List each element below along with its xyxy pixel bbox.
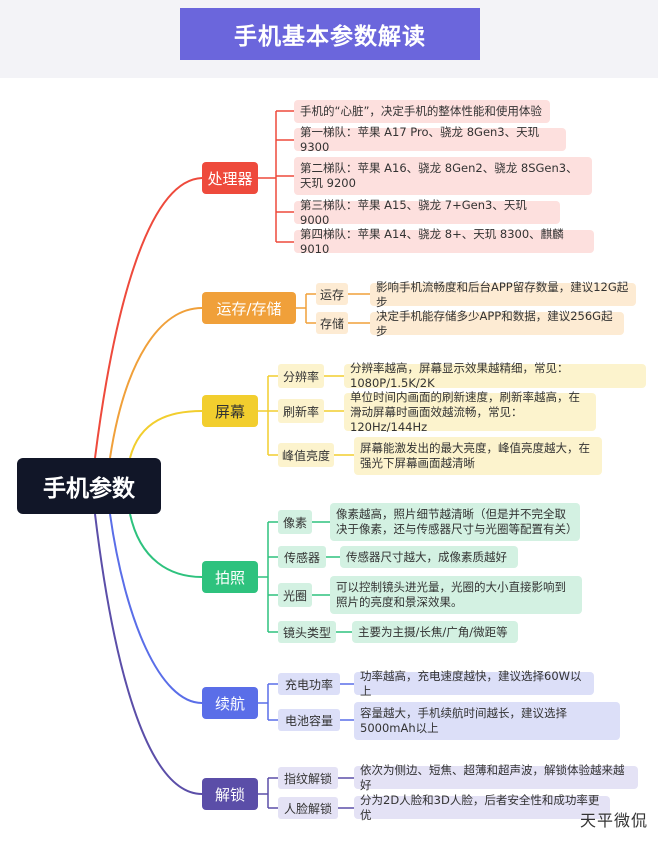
unlock-desc-face: 分为2D人脸和3D人脸，后者安全性和成功率更优 bbox=[354, 793, 610, 822]
camera-desc-aperture: 可以控制镜头进光量，光圈的大小直接影响到照片的亮度和景深效果。 bbox=[330, 576, 582, 614]
camera-sub-aperture: 光圈 bbox=[278, 583, 312, 607]
camera-desc-pixel: 像素越高，照片细节越清晰（但是并不完全取决于像素，还与传感器尺寸与光圈等配置有关… bbox=[330, 503, 580, 541]
processor-item-1: 第一梯队：苹果 A17 Pro、骁龙 8Gen3、天玑 9300 bbox=[294, 125, 566, 154]
memory-desc-storage: 决定手机能存储多少APP和数据，建议256G起步 bbox=[370, 309, 624, 338]
processor-item-0: 手机的“心脏”，决定手机的整体性能和使用体验 bbox=[294, 100, 550, 123]
battery-desc-charging: 功率越高，充电速度越快，建议选择60W以上 bbox=[354, 669, 594, 698]
processor-item-4: 第四梯队：苹果 A14、骁龙 8+、天玑 8300、麒麟9010 bbox=[294, 227, 594, 256]
battery-sub-capacity: 电池容量 bbox=[278, 709, 340, 731]
category-unlock: 解锁 bbox=[202, 778, 258, 810]
processor-item-3: 第三梯队：苹果 A15、骁龙 7+Gen3、天玑 9000 bbox=[294, 198, 560, 227]
battery-sub-charging: 充电功率 bbox=[278, 673, 340, 695]
memory-sub-ram: 运存 bbox=[316, 283, 348, 305]
memory-desc-ram: 影响手机流畅度和后台APP留存数量，建议12G起步 bbox=[370, 280, 636, 309]
camera-sub-lens: 镜头类型 bbox=[278, 621, 336, 643]
root-node: 手机参数 bbox=[17, 458, 161, 514]
battery-desc-capacity: 容量越大，手机续航时间越长，建议选择5000mAh以上 bbox=[354, 702, 620, 740]
category-camera: 拍照 bbox=[202, 561, 258, 593]
camera-desc-sensor: 传感器尺寸越大，成像素质越好 bbox=[340, 546, 518, 568]
screen-desc-resolution: 分辨率越高，屏幕显示效果越精细，常见：1080P/1.5K/2K bbox=[344, 361, 646, 390]
unlock-sub-face: 人脸解锁 bbox=[278, 797, 338, 819]
unlock-sub-fingerprint: 指纹解锁 bbox=[278, 767, 338, 789]
camera-desc-lens: 主要为主摄/长焦/广角/微距等 bbox=[352, 621, 518, 643]
screen-sub-brightness: 峰值亮度 bbox=[278, 443, 334, 467]
processor-item-2: 第二梯队：苹果 A16、骁龙 8Gen2、骁龙 8SGen3、天玑 9200 bbox=[294, 157, 592, 195]
screen-sub-refresh: 刷新率 bbox=[278, 399, 324, 423]
memory-sub-storage: 存储 bbox=[316, 312, 348, 334]
page-title: 手机基本参数解读 bbox=[180, 8, 480, 60]
watermark: 天平微侃 bbox=[579, 811, 648, 830]
category-screen: 屏幕 bbox=[202, 395, 258, 427]
screen-sub-resolution: 分辨率 bbox=[278, 364, 324, 388]
screen-desc-brightness: 屏幕能激发出的最大亮度，峰值亮度越大，在强光下屏幕画面越清晰 bbox=[354, 437, 602, 475]
camera-sub-pixel: 像素 bbox=[278, 510, 312, 534]
category-memory: 运存/存储 bbox=[202, 292, 296, 324]
unlock-desc-fingerprint: 依次为侧边、短焦、超薄和超声波，解锁体验越来越好 bbox=[354, 763, 638, 792]
screen-desc-refresh: 单位时间内画面的刷新速度，刷新率越高，在滑动屏幕时画面效越流畅，常见：120Hz… bbox=[344, 390, 596, 434]
category-battery: 续航 bbox=[202, 687, 258, 719]
category-processor: 处理器 bbox=[202, 162, 258, 194]
camera-sub-sensor: 传感器 bbox=[278, 546, 326, 568]
